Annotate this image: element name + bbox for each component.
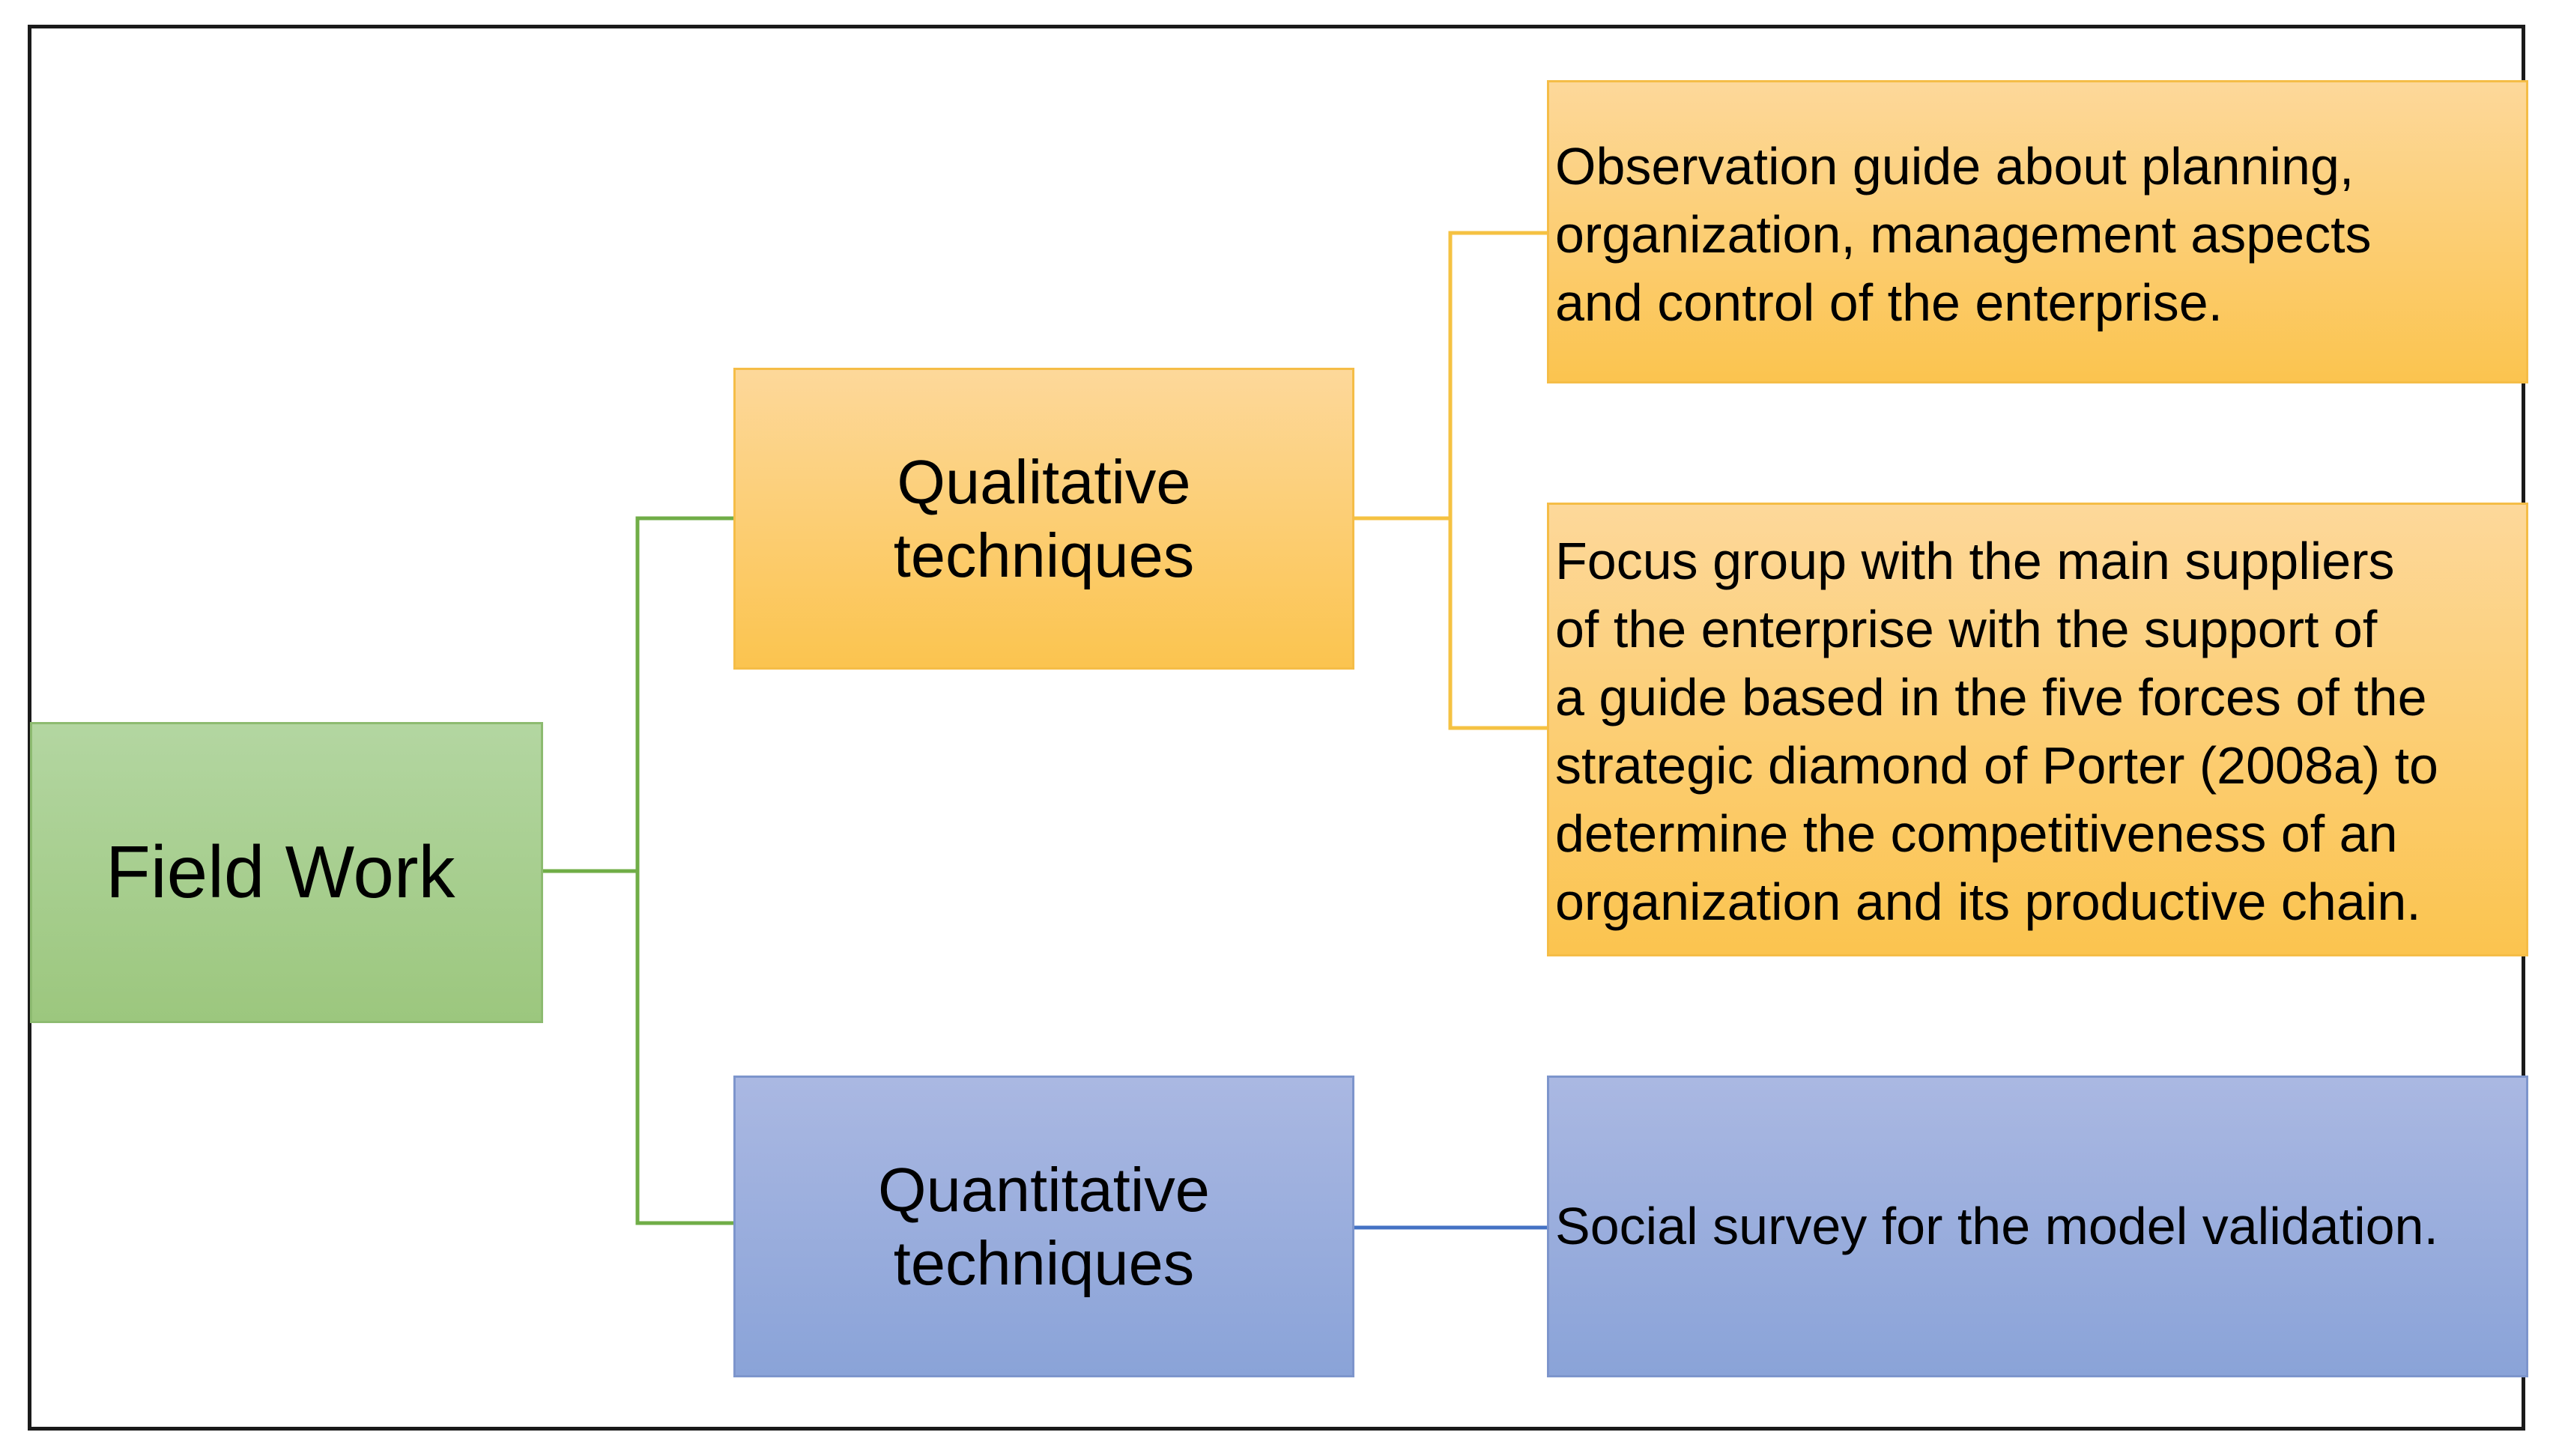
leaf-node-observation-guide: Observation guide about planning, organi…	[1547, 80, 2528, 383]
branch-node-label: Quantitative techniques	[878, 1154, 1210, 1298]
root-node-field-work: Field Work	[30, 722, 543, 1023]
branch-node-quantitative: Quantitative techniques	[733, 1076, 1354, 1377]
leaf-node-focus-group: Focus group with the main suppliers of t…	[1547, 503, 2528, 956]
root-to-qualitative-connector	[635, 516, 733, 1225]
branch-node-label: Qualitative techniques	[893, 446, 1195, 590]
branch-node-qualitative: Qualitative techniques	[733, 368, 1354, 670]
root-node-label: Field Work	[106, 831, 455, 914]
leaf-node-label: Social survey for the model validation.	[1555, 1197, 2438, 1255]
qualitative-to-leaves-connector	[1448, 231, 1547, 730]
leaf-node-label: Focus group with the main suppliers of t…	[1555, 532, 2438, 931]
leaf-node-social-survey: Social survey for the model validation.	[1547, 1076, 2528, 1377]
leaf-node-label: Observation guide about planning, organi…	[1555, 137, 2372, 332]
